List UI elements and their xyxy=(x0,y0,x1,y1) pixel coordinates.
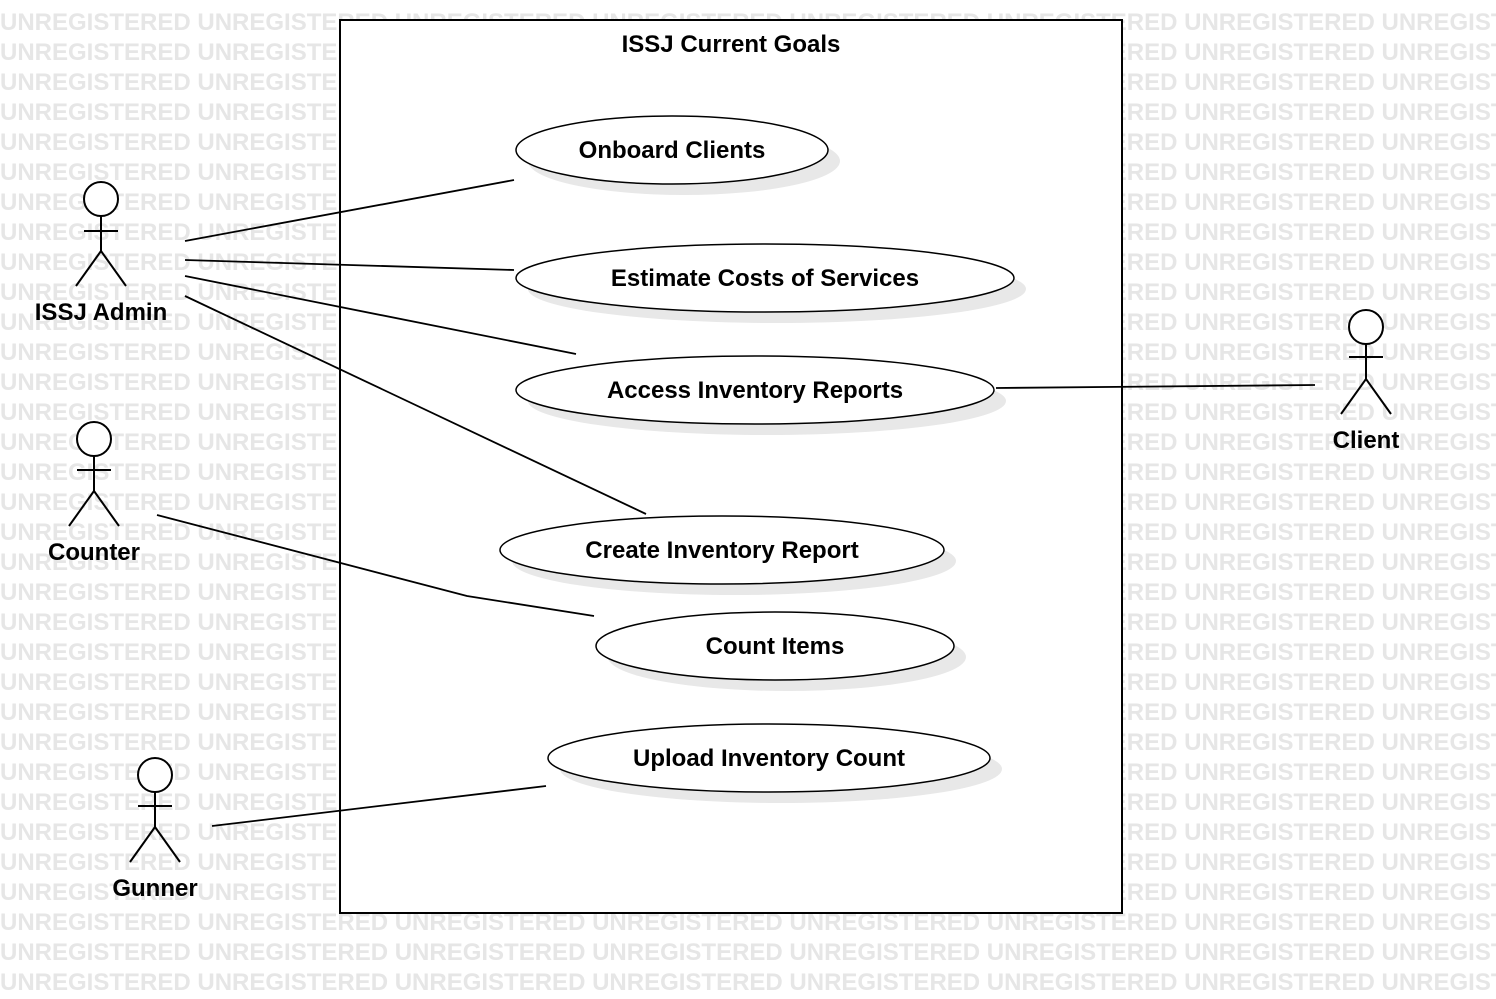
actor-left-leg xyxy=(68,490,95,527)
actor-head xyxy=(1348,309,1384,345)
actor-right-leg xyxy=(154,826,181,863)
use-case-label: Create Inventory Report xyxy=(585,537,858,564)
actor-right-leg xyxy=(100,250,127,287)
actor-left-leg xyxy=(129,826,156,863)
use-case-create-inventory-report[interactable]: Create Inventory Report xyxy=(499,515,956,595)
actor-label: ISSJ Admin xyxy=(35,299,167,326)
actor-right-leg xyxy=(1365,378,1392,415)
system-title: ISSJ Current Goals xyxy=(622,31,841,58)
actor-head xyxy=(83,181,119,217)
use-case-label: Access Inventory Reports xyxy=(607,377,903,404)
association-gunner-upload xyxy=(211,785,547,827)
actor-label: Counter xyxy=(48,539,140,566)
use-case-ellipse xyxy=(515,115,829,185)
association-counter-count xyxy=(156,514,595,617)
actor-gunner[interactable] xyxy=(129,757,181,863)
association-client-access xyxy=(995,384,1316,389)
actor-label: Gunner xyxy=(112,875,197,902)
actor-label: Client xyxy=(1333,427,1400,454)
use-case-upload-inventory-count[interactable]: Upload Inventory Count xyxy=(547,723,1002,803)
association-admin-access xyxy=(184,275,577,355)
actor-left-leg xyxy=(75,250,102,287)
use-case-ellipse xyxy=(515,243,1015,313)
actor-right-leg xyxy=(93,490,120,527)
use-case-label: Count Items xyxy=(706,633,845,660)
use-case-estimate-costs[interactable]: Estimate Costs of Services xyxy=(515,243,1026,323)
use-case-label: Estimate Costs of Services xyxy=(611,265,919,292)
actor-left-leg xyxy=(1340,378,1367,415)
actor-head xyxy=(76,421,112,457)
actor-issj-admin[interactable] xyxy=(75,181,127,287)
watermark-row: UNREGISTERED UNREGISTERED UNREGISTERED U… xyxy=(0,969,1496,994)
actor-counter[interactable] xyxy=(68,421,120,527)
actor-head xyxy=(137,757,173,793)
actor-client[interactable] xyxy=(1340,309,1392,415)
use-case-ellipse xyxy=(499,515,945,585)
use-case-onboard-clients[interactable]: Onboard Clients xyxy=(515,115,840,195)
use-case-ellipse xyxy=(595,611,955,681)
use-case-access-inventory-reports[interactable]: Access Inventory Reports xyxy=(515,355,1006,435)
use-case-count-items[interactable]: Count Items xyxy=(595,611,966,691)
use-case-ellipse xyxy=(547,723,991,793)
use-case-label: Upload Inventory Count xyxy=(633,745,905,772)
association-lines xyxy=(156,179,1316,827)
watermark-row: UNREGISTERED UNREGISTERED UNREGISTERED U… xyxy=(0,939,1496,966)
association-admin-onboard xyxy=(184,179,515,242)
use-case-ellipse xyxy=(515,355,995,425)
use-case-label: Onboard Clients xyxy=(579,137,766,164)
association-admin-create xyxy=(184,295,647,515)
association-admin-estimate xyxy=(184,259,515,271)
